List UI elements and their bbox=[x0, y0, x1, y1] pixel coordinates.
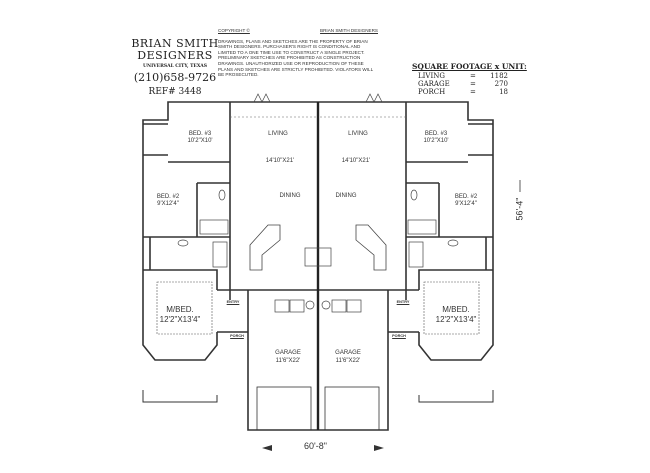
room-label-entry: ENTRY bbox=[226, 300, 240, 304]
title-block: BRIAN SMITH DESIGNERS UNIVERSAL CITY, TE… bbox=[125, 37, 225, 98]
wall bbox=[418, 269, 493, 290]
room-label-living: LIVING bbox=[348, 131, 368, 137]
garage-door bbox=[256, 386, 312, 431]
room-label-bed3: BED. #3 bbox=[188, 131, 212, 137]
kitchen-counter bbox=[249, 224, 281, 271]
sink bbox=[410, 189, 418, 201]
room-size-garage: 11'6"X22' bbox=[275, 358, 301, 364]
porch-slab bbox=[418, 390, 494, 403]
wall bbox=[142, 101, 318, 361]
copyright-text: DRAWINGS, PLANS AND SKETCHES ARE THE PRO… bbox=[218, 38, 373, 78]
washer-dryer bbox=[346, 299, 362, 313]
kitchen-counter bbox=[355, 224, 387, 271]
room-label-dining: DINING bbox=[279, 193, 301, 199]
firm-name-2: DESIGNERS bbox=[137, 49, 213, 62]
sink bbox=[218, 189, 226, 201]
bathtub bbox=[199, 219, 229, 235]
bathtub bbox=[408, 241, 424, 268]
square-footage-title: SQUARE FOOTAGE x UNIT: bbox=[412, 62, 527, 71]
arrow-right-icon bbox=[374, 445, 384, 451]
sqft-row: GARAGE=270 bbox=[418, 80, 508, 88]
room-size-garage: 11'6"X22' bbox=[335, 358, 361, 364]
sink bbox=[447, 239, 459, 247]
sink bbox=[177, 239, 189, 247]
room-label-bed2: BED. #2 bbox=[454, 194, 478, 200]
depth-dimension: 56'-4" bbox=[514, 197, 525, 221]
room-label-garage: GARAGE bbox=[275, 350, 301, 356]
copyright-label: COPYRIGHT © bbox=[218, 28, 250, 33]
room-label-porch: PORCH bbox=[230, 334, 244, 338]
room-label-dining: DINING bbox=[335, 193, 357, 199]
copyright-notice: COPYRIGHT © BRIAN SMITH DESIGNERS DRAWING… bbox=[218, 28, 378, 78]
room-size-bed2: 9'X12'4" bbox=[455, 201, 477, 207]
room-size-bed3: 10'2"X10' bbox=[187, 138, 213, 144]
firm-name-1: BRIAN SMITH bbox=[131, 37, 219, 50]
width-dimension: 60'-8" bbox=[304, 441, 327, 451]
firm-city: UNIVERSAL CITY, TEXAS bbox=[143, 64, 207, 69]
water-heater bbox=[321, 300, 331, 310]
water-heater bbox=[305, 300, 315, 310]
ceiling-outline bbox=[156, 281, 213, 335]
room-size-mbed: 12'2"X13'4" bbox=[159, 315, 201, 324]
firm-phone: (210)658-9726 bbox=[133, 71, 217, 84]
door-swing bbox=[365, 93, 383, 103]
room-size-living: 14'10"X21' bbox=[265, 158, 295, 164]
room-size-bed2: 9'X12'4" bbox=[157, 201, 179, 207]
wall bbox=[143, 269, 218, 290]
porch-slab bbox=[142, 390, 218, 403]
washer-dryer bbox=[289, 299, 305, 313]
room-size-mbed: 12'2"X13'4" bbox=[435, 315, 477, 324]
wall bbox=[318, 101, 494, 361]
room-label-bed3: BED. #3 bbox=[424, 131, 448, 137]
sqft-row: LIVING=1182 bbox=[418, 72, 508, 80]
room-size-living: 14'10"X21' bbox=[341, 158, 371, 164]
room-size-bed3: 10'2"X10' bbox=[423, 138, 449, 144]
room-label-bed2: BED. #2 bbox=[156, 194, 180, 200]
room-label-mbed: M/BED. bbox=[166, 305, 194, 314]
room-label-living: LIVING bbox=[268, 131, 288, 137]
room-label-garage: GARAGE bbox=[335, 350, 361, 356]
room-label-porch: PORCH bbox=[392, 334, 406, 338]
arrow-left-icon bbox=[262, 445, 272, 451]
washer-dryer bbox=[274, 299, 290, 313]
room-label-entry: ENTRY bbox=[396, 300, 410, 304]
sqft-row: PORCH=18 bbox=[418, 88, 508, 96]
plan-ref: REF# 3448 bbox=[148, 87, 202, 97]
washer-dryer bbox=[331, 299, 347, 313]
copyright-holder: BRIAN SMITH DESIGNERS bbox=[320, 28, 378, 33]
door-swing bbox=[253, 93, 271, 103]
room-label-mbed: M/BED. bbox=[442, 305, 470, 314]
garage-door bbox=[324, 386, 380, 431]
bathtub bbox=[407, 219, 437, 235]
range-cooktop bbox=[304, 247, 332, 267]
ceiling-outline bbox=[423, 281, 480, 335]
square-footage-table: SQUARE FOOTAGE x UNIT: LIVING=1182 GARAG… bbox=[412, 62, 527, 96]
bathtub bbox=[212, 241, 228, 268]
